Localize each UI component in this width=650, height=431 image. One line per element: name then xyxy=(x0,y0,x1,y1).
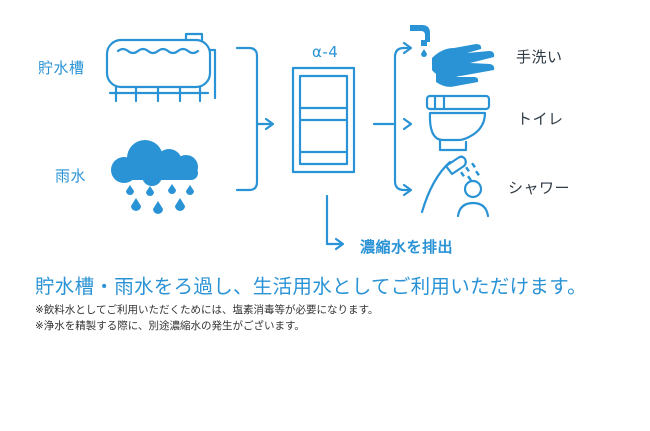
source-label-tank: 貯水槽 xyxy=(38,59,85,77)
device-label: α-4 xyxy=(312,43,339,61)
drain-arrow xyxy=(325,194,345,251)
purifier-unit-icon xyxy=(291,66,356,174)
use-label-shower: シャワー xyxy=(508,179,571,197)
water-flow-diagram xyxy=(105,25,495,251)
note-line-1: ※飲料水としてご利用いただくためには、塩素消毒等が必要になります。 xyxy=(35,304,379,316)
use-label-toilet: トイレ xyxy=(517,110,564,128)
hand-washing-icon xyxy=(410,25,495,87)
rain-cloud-icon xyxy=(111,140,198,214)
water-tank-icon xyxy=(105,32,217,103)
use-label-handwash: 手洗い xyxy=(516,48,563,66)
shower-icon xyxy=(420,155,490,218)
shower-drops xyxy=(460,162,480,182)
source-label-rain: 雨水 xyxy=(55,167,87,185)
note-line-2: ※浄水を精製する際に、別途濃縮水の発生がございます。 xyxy=(35,320,305,332)
output-bracket xyxy=(372,41,413,197)
toilet-icon xyxy=(425,94,491,152)
headline: 貯水槽・雨水をろ過し、生活用水としてご利用いただけます。 xyxy=(35,275,587,298)
input-bracket xyxy=(235,46,275,192)
drain-label: 濃縮水を排出 xyxy=(360,238,454,256)
